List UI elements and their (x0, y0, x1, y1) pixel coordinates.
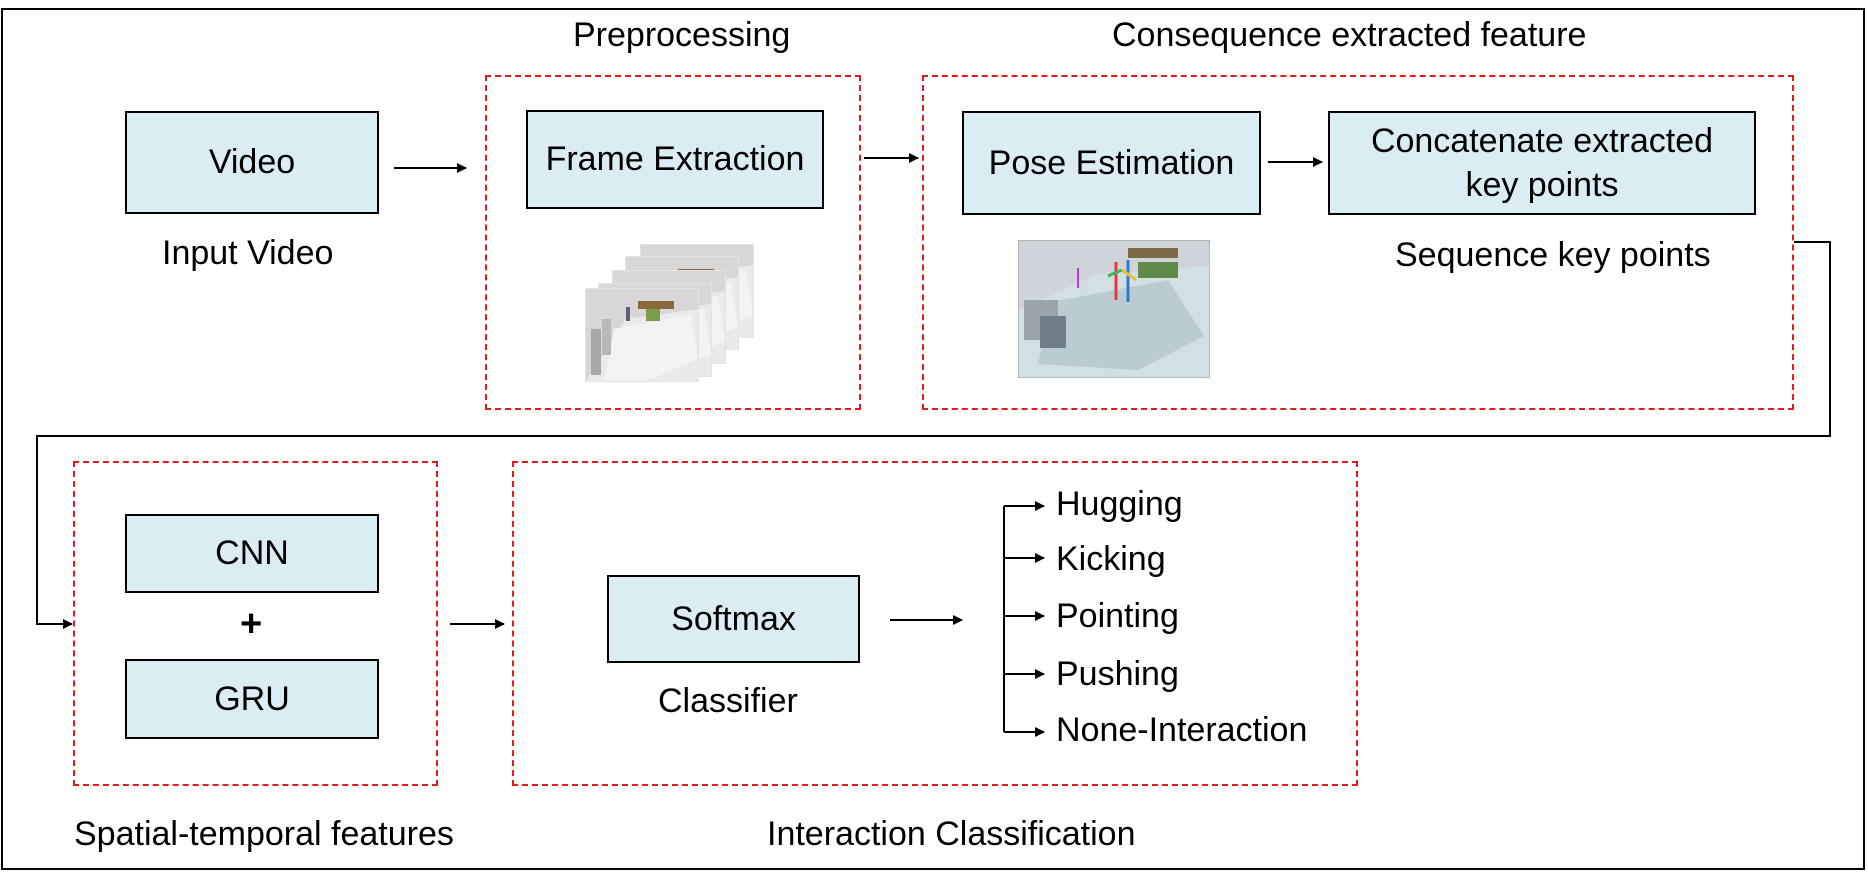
consequence-feature-title: Consequence extracted feature (1112, 16, 1587, 54)
class-pushing: Pushing (1056, 655, 1179, 693)
preprocessing-group (485, 75, 861, 410)
class-pointing: Pointing (1056, 597, 1179, 635)
spatial-temporal-title: Spatial-temporal features (74, 815, 454, 853)
pose-estimation-node: Pose Estimation (962, 111, 1261, 215)
interaction-classification-group (512, 461, 1358, 786)
gru-node: GRU (125, 659, 379, 739)
outer-frame (1, 8, 1865, 870)
spatial-temporal-group (73, 461, 438, 786)
interaction-classification-title: Interaction Classification (767, 815, 1136, 853)
concatenate-key-points-node: Concatenate extracted key points (1328, 111, 1756, 215)
video-node: Video (125, 111, 379, 214)
plus-sign: + (240, 603, 263, 645)
class-hugging: Hugging (1056, 485, 1183, 523)
preprocessing-title: Preprocessing (573, 16, 791, 54)
cnn-node: CNN (125, 514, 379, 593)
connector-concatenate-to-spatial (36, 241, 1831, 629)
consequence-feature-group (922, 75, 1794, 410)
concatenate-line-2: key points (1465, 166, 1619, 204)
class-kicking: Kicking (1056, 540, 1166, 578)
input-video-label: Input Video (162, 234, 334, 272)
frames-stack-image (585, 244, 754, 382)
classifier-label: Classifier (658, 682, 798, 720)
frame-extraction-node: Frame Extraction (526, 110, 824, 209)
softmax-node: Softmax (607, 575, 860, 663)
pose-frame-image (1018, 240, 1210, 378)
sequence-key-points-label: Sequence key points (1395, 236, 1711, 274)
class-none-interaction: None-Interaction (1056, 711, 1308, 749)
concatenate-line-1: Concatenate extracted (1370, 121, 1714, 160)
